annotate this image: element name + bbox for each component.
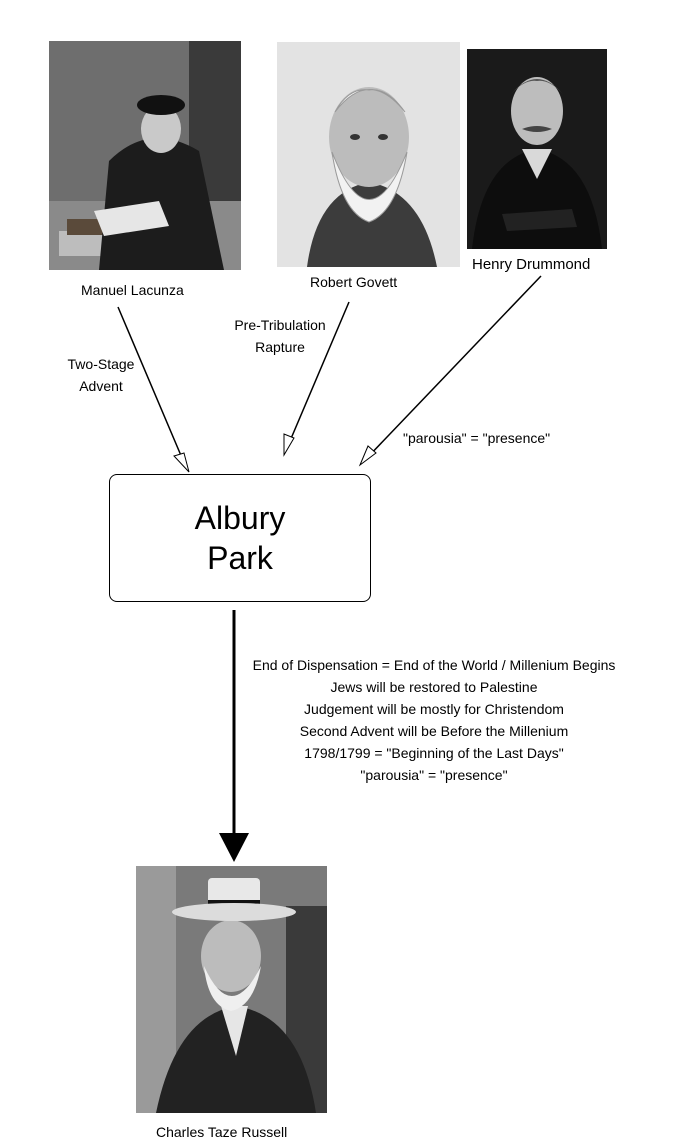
doctrine-item: "parousia" = "presence" — [360, 767, 508, 783]
charles-taze-russell-name: Charles Taze Russell — [156, 1124, 288, 1140]
lacunza-edge-label: Two-Stage Advent — [62, 353, 140, 397]
albury-park-box: Albury Park — [109, 474, 371, 602]
manuel-lacunza-name: Manuel Lacunza — [81, 282, 184, 298]
doctrine-item: 1798/1799 = "Beginning of the Last Days" — [304, 745, 564, 761]
govett-edge-label: Pre-Tribulation Rapture — [228, 314, 332, 358]
manuel-lacunza-portrait — [49, 41, 241, 270]
arrow-albury-to-russell — [219, 610, 249, 862]
lacunza-edge-label-line1: Two-Stage — [67, 356, 135, 372]
arrow-govett-to-albury — [283, 301, 350, 457]
doctrine-item: Judgement will be mostly for Christendom — [304, 701, 564, 717]
henry-drummond-name: Henry Drummond — [472, 256, 591, 273]
albury-park-line2: Park — [207, 540, 273, 576]
govett-edge-label-line1: Pre-Tribulation — [234, 317, 326, 333]
charles-taze-russell-portrait — [136, 866, 327, 1113]
govett-edge-label-line2: Rapture — [255, 339, 305, 355]
arrow-drummond-to-albury — [358, 275, 542, 467]
robert-govett-portrait — [277, 42, 460, 267]
doctrines-list: End of Dispensation = End of the World /… — [248, 654, 620, 786]
doctrine-item: End of Dispensation = End of the World /… — [252, 657, 616, 673]
doctrine-item: Second Advent will be Before the Milleni… — [299, 723, 569, 739]
henry-drummond-portrait — [467, 49, 607, 249]
doctrine-item: Jews will be restored to Palestine — [330, 679, 538, 695]
drummond-edge-label: "parousia" = "presence" — [403, 430, 551, 446]
robert-govett-name: Robert Govett — [310, 274, 398, 290]
albury-park-line1: Albury — [194, 500, 286, 536]
lacunza-edge-label-line2: Advent — [79, 378, 123, 394]
arrow-lacunza-to-albury — [117, 306, 190, 473]
